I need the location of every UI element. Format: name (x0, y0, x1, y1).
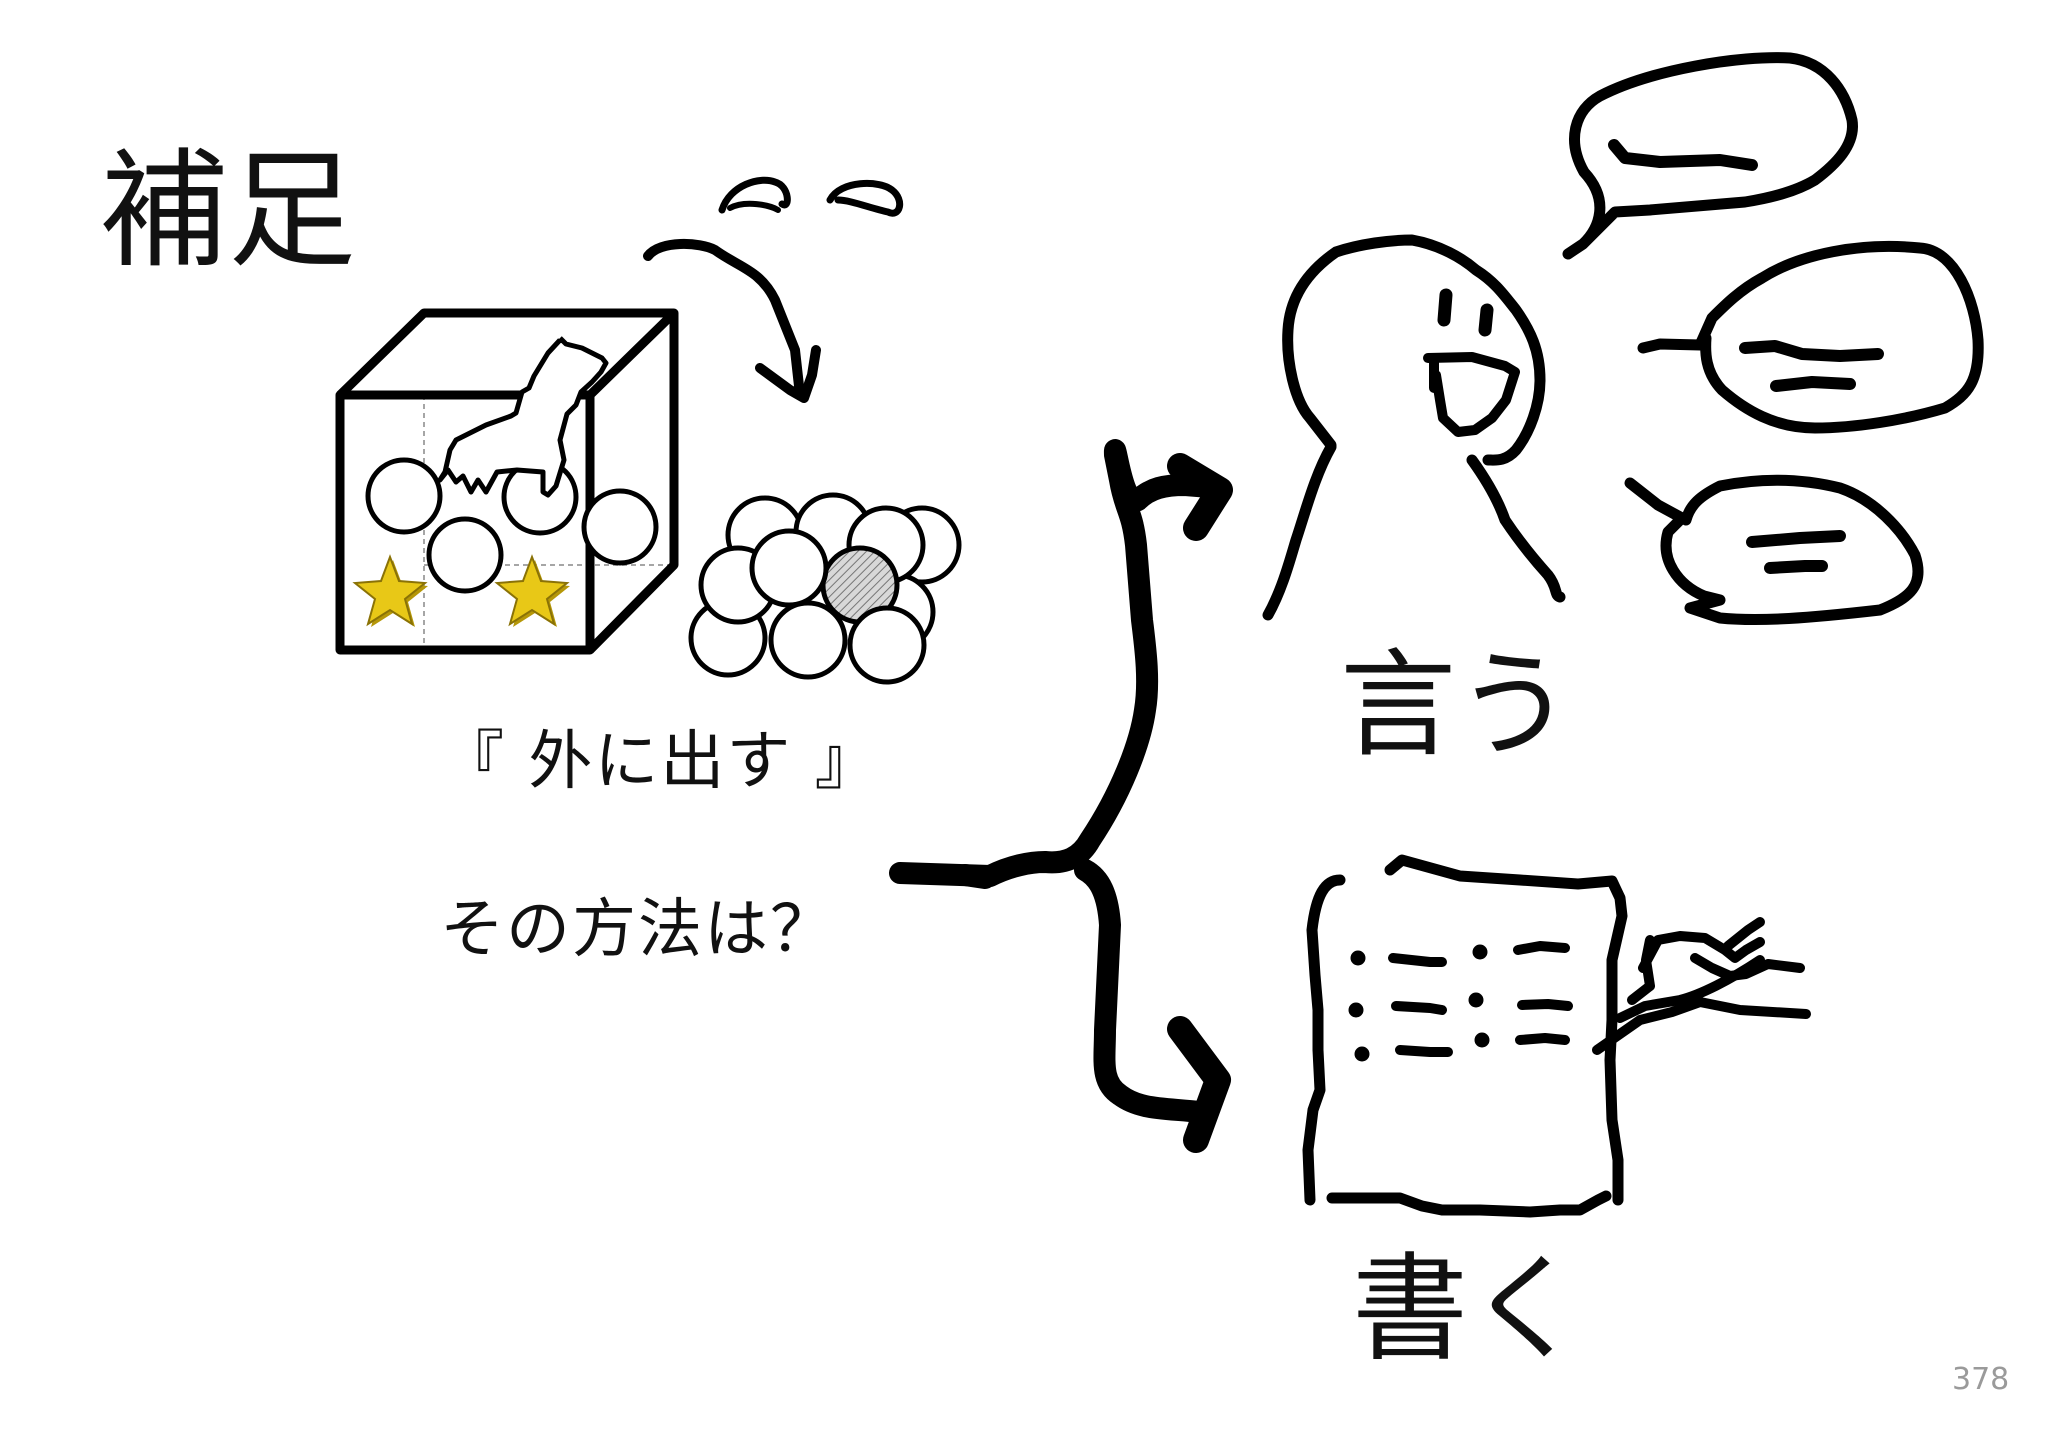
question-line-2: その方法は？ (440, 893, 836, 967)
slide-title: 補足 (100, 137, 357, 286)
star-icon (352, 554, 428, 627)
speech-bubble-icon (1562, 52, 1858, 260)
option-write-label: 書く (1352, 1242, 1584, 1377)
ball (581, 488, 659, 566)
question-line-1: 『 外に出す 』 (440, 725, 881, 799)
brace-arrow-icon (889, 439, 1233, 1153)
person-speaking-icon (1262, 234, 1566, 621)
pen-hand-icon (1592, 917, 1811, 1055)
paper-icon (1302, 854, 1628, 1218)
option-say-label: 言う (1340, 638, 1572, 773)
ball-cluster-icon (688, 492, 962, 685)
hand-icon (437, 336, 609, 498)
ball (426, 516, 504, 594)
ball (365, 457, 443, 535)
speech-bubble-icon (1637, 240, 1984, 434)
page-number: 378 (1952, 1362, 2010, 1397)
balls-in-box (365, 457, 659, 594)
star-icon (494, 554, 570, 627)
curved-arrow-icon (643, 176, 904, 403)
speech-bubble-icon (1624, 474, 1924, 626)
